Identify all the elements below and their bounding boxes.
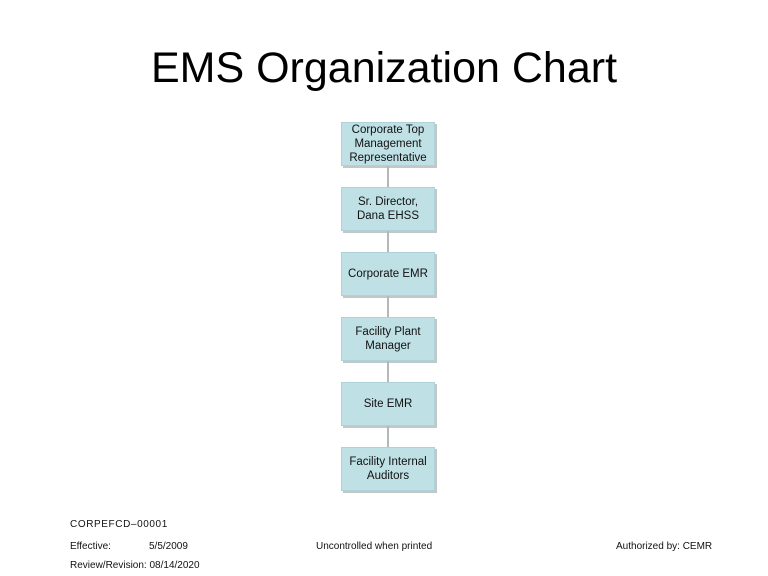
- org-node-label: Site EMR: [363, 398, 413, 410]
- revision-label: Review/Revision:: [70, 560, 147, 571]
- connector-line: [387, 231, 389, 252]
- org-node-label: Corporate Top Management Representative: [349, 124, 427, 164]
- org-node-box: Facility Internal Auditors: [341, 447, 435, 491]
- org-node-box: Corporate EMR: [341, 252, 435, 296]
- connector-line: [387, 166, 389, 187]
- org-node-box: Sr. Director, Dana EHSS: [341, 187, 435, 231]
- org-node-label: Facility Plant Manager: [355, 326, 421, 352]
- org-node: Facility Plant Manager: [341, 296, 435, 361]
- page-title: EMS Organization Chart: [150, 44, 618, 92]
- document-id: CORPEFCD–00001: [70, 519, 168, 530]
- effective-row: Effective: 5/5/2009: [70, 541, 200, 552]
- org-node: Corporate EMR: [341, 231, 435, 296]
- revision-row: Review/Revision: 08/14/2020: [70, 560, 200, 571]
- effective-date: 5/5/2009: [149, 541, 188, 552]
- org-node-label: Sr. Director, Dana EHSS: [356, 196, 419, 222]
- org-node-label: Facility Internal Auditors: [349, 456, 427, 482]
- effective-label: Effective:: [70, 541, 111, 552]
- revision-date: 08/14/2020: [149, 560, 200, 571]
- org-node: Facility Internal Auditors: [341, 426, 435, 491]
- org-node-label: Corporate EMR: [348, 268, 428, 280]
- org-node-box: Corporate Top Management Representative: [341, 122, 435, 166]
- connector-line: [387, 361, 389, 382]
- org-node: Site EMR: [341, 361, 435, 426]
- org-node: Corporate Top Management Representative: [341, 122, 435, 166]
- uncontrolled-note: Uncontrolled when printed: [316, 541, 433, 552]
- footer-left: CORPEFCD–00001 Effective: 5/5/2009 Review…: [70, 519, 200, 571]
- org-node-box: Facility Plant Manager: [341, 317, 435, 361]
- org-node-box: Site EMR: [341, 382, 435, 426]
- authorized-by: Authorized by: CEMR: [616, 541, 713, 552]
- connector-line: [387, 426, 389, 447]
- org-chart: Corporate Top Management Representative …: [341, 122, 435, 491]
- connector-line: [387, 296, 389, 317]
- org-node: Sr. Director, Dana EHSS: [341, 166, 435, 231]
